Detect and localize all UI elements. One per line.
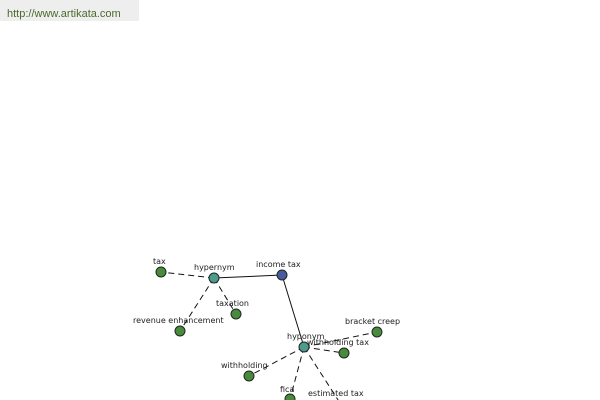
edge-hyponym-to-estimated-tax (303, 346, 339, 400)
edge-focus-to-hypernym (213, 274, 283, 279)
label-withholding: withholding (221, 361, 268, 370)
node-hyponym[interactable] (298, 341, 310, 353)
node-withholding-tax[interactable] (338, 347, 350, 359)
label-withholding-tax: withholding tax (307, 338, 369, 347)
url-bar: http://www.artikata.com (0, 0, 139, 21)
label-fica: fica (280, 385, 294, 394)
label-taxation: taxation (216, 299, 249, 308)
node-bracket-creep[interactable] (371, 326, 383, 338)
edge-hyponym-to-bracket-creep (303, 331, 378, 348)
graph-edges (160, 271, 378, 400)
node-revenue-enhancement[interactable] (174, 325, 186, 337)
label-income-tax: income tax (256, 260, 301, 269)
graph-nodes (155, 266, 383, 400)
node-fica[interactable] (284, 393, 296, 400)
edge-hypernym-to-taxation (213, 277, 237, 315)
node-tax[interactable] (155, 266, 167, 278)
edge-hyponym-to-withholding (248, 346, 305, 377)
site-url-link[interactable]: http://www.artikata.com (7, 8, 121, 20)
label-estimated-tax: estimated tax (308, 389, 364, 398)
node-withholding[interactable] (243, 370, 255, 382)
graph-labels: income tax hypernym hyponym tax taxation… (133, 257, 400, 398)
label-tax: tax (153, 257, 166, 266)
label-revenue-enhancement: revenue enhancement (133, 316, 224, 325)
node-hypernym[interactable] (208, 272, 220, 284)
edge-focus-to-hyponym (281, 274, 305, 348)
label-hyponym: hyponym (287, 332, 325, 341)
label-bracket-creep: bracket creep (345, 317, 400, 326)
node-income-tax[interactable] (276, 269, 288, 281)
edge-hypernym-to-revenue-enhancement (179, 277, 215, 332)
edge-hyponym-to-fica (289, 346, 305, 400)
edge-hypernym-to-tax (160, 271, 215, 279)
label-hypernym: hypernym (194, 263, 235, 272)
node-taxation[interactable] (230, 308, 242, 320)
edge-hyponym-to-withholding-tax (303, 346, 345, 354)
